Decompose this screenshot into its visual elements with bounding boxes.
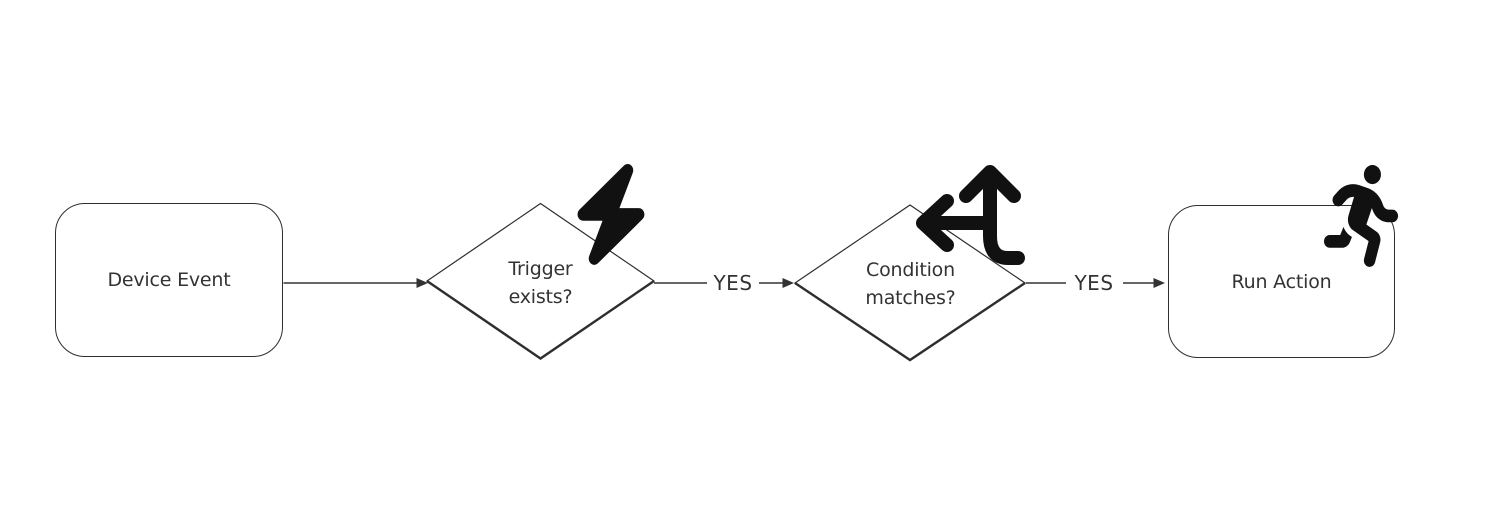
node-run-action: Run Action: [1168, 205, 1395, 358]
arrowhead-icon: [416, 278, 428, 288]
edge-label-yes: YES: [1072, 271, 1116, 295]
node-label: Trigger exists?: [508, 258, 573, 308]
node-label: Run Action: [1231, 270, 1332, 293]
arrowhead-icon: [782, 278, 794, 288]
node-device-event: Device Event: [55, 203, 283, 357]
node-label: Condition matches?: [865, 259, 956, 309]
arrowhead-icon: [1153, 278, 1165, 288]
node-label: Device Event: [107, 269, 231, 291]
node-condition-matches: Condition matches?: [794, 202, 1027, 362]
edge-label-yes: YES: [711, 271, 755, 295]
node-trigger-exists: Trigger exists?: [426, 202, 655, 360]
diamond-shape: [794, 204, 1027, 362]
